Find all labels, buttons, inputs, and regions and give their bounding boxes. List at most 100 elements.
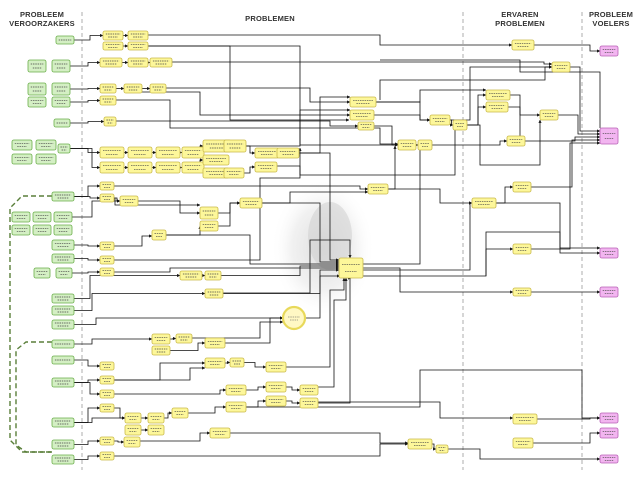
- feeler-node: [599, 427, 619, 439]
- node-box: [506, 135, 526, 147]
- connector-line: [221, 264, 340, 276]
- connector-line: [318, 401, 514, 420]
- node-box: [151, 229, 167, 241]
- node-box: [99, 181, 115, 191]
- problem-node: [149, 57, 173, 68]
- cause-node: [55, 35, 75, 45]
- problem-node: [147, 424, 165, 436]
- node-box: [276, 147, 300, 159]
- node-box: [512, 413, 538, 425]
- header-line: PROBLEMEN: [495, 19, 545, 28]
- problem-node: [512, 413, 538, 425]
- node-box: [51, 293, 75, 304]
- node-box: [338, 257, 364, 279]
- cause-node: [27, 59, 47, 73]
- connector-line: [70, 60, 101, 67]
- connector-line: [74, 291, 206, 311]
- connector-line: [170, 341, 206, 351]
- problem-node: [407, 438, 433, 450]
- node-box: [265, 361, 287, 373]
- connector-line: [70, 119, 105, 124]
- node-box: [127, 30, 149, 41]
- problem-node: [485, 101, 509, 113]
- cause-node: [51, 253, 75, 264]
- node-box: [181, 146, 205, 159]
- node-box: [51, 305, 75, 316]
- node-box: [55, 267, 73, 279]
- cause-node: [11, 224, 31, 236]
- node-box: [599, 247, 619, 259]
- node-box: [202, 154, 230, 166]
- node-box: [225, 401, 247, 413]
- connector-line: [450, 119, 454, 127]
- connector-line: [533, 431, 601, 444]
- node-box: [124, 424, 142, 436]
- connector-line: [496, 202, 601, 255]
- problem-node: [254, 147, 280, 159]
- node-box: [209, 427, 231, 439]
- connection-lines: [9, 33, 601, 461]
- node-box: [147, 424, 165, 436]
- problem-node: [349, 96, 377, 108]
- connector-line: [380, 59, 601, 128]
- node-box: [175, 333, 193, 344]
- cause-node: [51, 239, 75, 251]
- problem-node: [229, 357, 245, 368]
- problem-node: [99, 241, 115, 251]
- problem-node: [299, 384, 319, 396]
- node-box: [99, 83, 117, 94]
- problem-node: [123, 83, 143, 94]
- cause-node: [51, 305, 75, 316]
- cause-node: [51, 454, 75, 465]
- header-line: ERVAREN: [501, 10, 539, 19]
- connector-line: [74, 439, 101, 445]
- node-box: [27, 82, 47, 96]
- connector-line: [218, 201, 241, 227]
- node-box: [11, 153, 33, 165]
- connector-line: [286, 386, 301, 392]
- problem-node: [99, 255, 115, 265]
- problem-node: [223, 167, 245, 179]
- problem-node: [225, 384, 247, 396]
- node-box: [51, 417, 75, 428]
- connector-line: [262, 202, 340, 264]
- connector-line: [286, 277, 346, 368]
- problem-node: [239, 197, 263, 209]
- problem-node: [99, 375, 115, 385]
- node-box: [147, 412, 165, 424]
- problem-node: [119, 195, 139, 207]
- header-probleem-veroorzakers: PROBLEEM VEROORZAKERS: [4, 10, 80, 28]
- node-box: [407, 438, 433, 450]
- connector-line: [164, 411, 173, 419]
- node-box: [512, 243, 532, 255]
- problem-node: [265, 361, 287, 373]
- problem-node: [99, 161, 125, 174]
- connector-line: [114, 147, 302, 261]
- node-box: [51, 454, 75, 465]
- problem-node: [551, 61, 571, 73]
- feeler-node: [599, 247, 619, 259]
- node-box: [254, 161, 278, 173]
- cause-node: [51, 417, 75, 428]
- node-box: [299, 397, 319, 409]
- cause-node: [27, 82, 47, 96]
- node-box: [51, 59, 71, 73]
- connector-line: [448, 448, 601, 461]
- problem-node: [103, 116, 117, 127]
- node-box: [204, 288, 224, 299]
- connector-line: [114, 197, 201, 207]
- connector-line: [466, 119, 542, 166]
- connector-line: [114, 185, 369, 191]
- problem-node: [99, 451, 115, 461]
- node-box: [599, 127, 619, 145]
- node-box: [429, 114, 451, 126]
- connector-line: [166, 87, 351, 104]
- node-box: [124, 412, 142, 424]
- problem-node: [254, 161, 278, 173]
- connector-line: [142, 91, 351, 117]
- node-box: [599, 286, 619, 298]
- node-box: [229, 357, 245, 368]
- connector-line: [170, 336, 177, 341]
- connector-line: [140, 431, 211, 442]
